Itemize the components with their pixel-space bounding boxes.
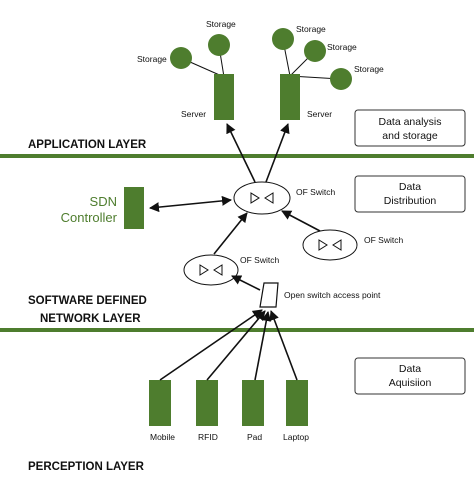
arrow-laptop-to-ap [269,310,298,381]
storage-label: Storage [354,64,384,74]
storage-node [272,28,294,50]
of-switch-right: OF Switch [302,229,403,261]
data-distribution-label-line1: Data [399,181,421,193]
arrow-ap-to-switch [231,275,261,291]
server-block [280,74,300,120]
storage-node [170,47,192,69]
storage-label: Storage [296,24,326,34]
storage-label: Storage [137,54,167,64]
controller-label-line2: Controller [61,210,118,225]
data-analysis-label-line2: and storage [382,130,438,142]
device-label: Pad [247,432,262,442]
arrow-switch-to-switch [213,212,248,255]
arrow-rfid-to-ap [206,310,266,381]
arrow-switch-to-server-right [265,123,290,183]
arrow-right-switch-to-top [281,210,321,232]
of-switch-label: OF Switch [296,187,335,197]
device-laptop: Laptop [283,380,309,442]
of-switch-bottom: OF Switch [183,254,279,286]
device-mobile: Mobile [149,380,175,442]
data-analysis-label-line1: Data analysis [378,116,441,128]
access-point-label: Open switch access point [284,290,381,300]
server-label: Server [307,109,332,119]
data-distribution-label-line2: Distribution [384,195,437,207]
server-block [214,74,234,120]
device-label: Laptop [283,432,309,442]
data-analysis-box: Data analysis and storage [354,109,466,147]
controller-label-line1: SDN [90,194,117,209]
connection-arrows [149,123,321,381]
arrow-switch-to-server-left [226,123,256,183]
sdn-layer-divider [0,328,474,332]
sdn-controller: SDN Controller [61,187,144,229]
server-cluster-right: Storage Storage Storage Server [272,24,384,120]
server-label: Server [181,109,206,119]
application-layer-title: APPLICATION LAYER [28,139,147,151]
storage-node [304,40,326,62]
storage-node [208,34,230,56]
data-acquisition-label-line2: Aquisiion [389,377,432,389]
device-rfid: RFID [196,380,218,442]
of-switch-label: OF Switch [364,235,403,245]
device-label: RFID [198,432,218,442]
storage-label: Storage [206,19,236,29]
data-distribution-box: Data Distribution [354,175,466,213]
of-switch-top: OF Switch [233,181,335,215]
device-label: Mobile [150,432,175,442]
access-point: Open switch access point [259,282,381,308]
arrow-mobile-to-ap [159,309,263,381]
server-cluster-left: Storage Storage Server [137,19,236,120]
of-switch-label: OF Switch [240,255,279,265]
perception-layer-title: PERCEPTION LAYER [28,461,145,473]
arrow-controller-switch [149,195,232,213]
sdn-layer-title-line1: SOFTWARE DEFINED [28,295,147,307]
application-layer-divider [0,154,474,158]
data-acquisition-box: Data Aquisiion [354,357,466,395]
data-acquisition-label-line1: Data [399,363,421,375]
controller-block [124,187,144,229]
device-pad: Pad [242,380,264,442]
storage-node [330,68,352,90]
storage-label: Storage [327,42,357,52]
arrow-pad-to-ap [254,311,272,381]
sdn-layer-title-line2: NETWORK LAYER [40,313,141,325]
